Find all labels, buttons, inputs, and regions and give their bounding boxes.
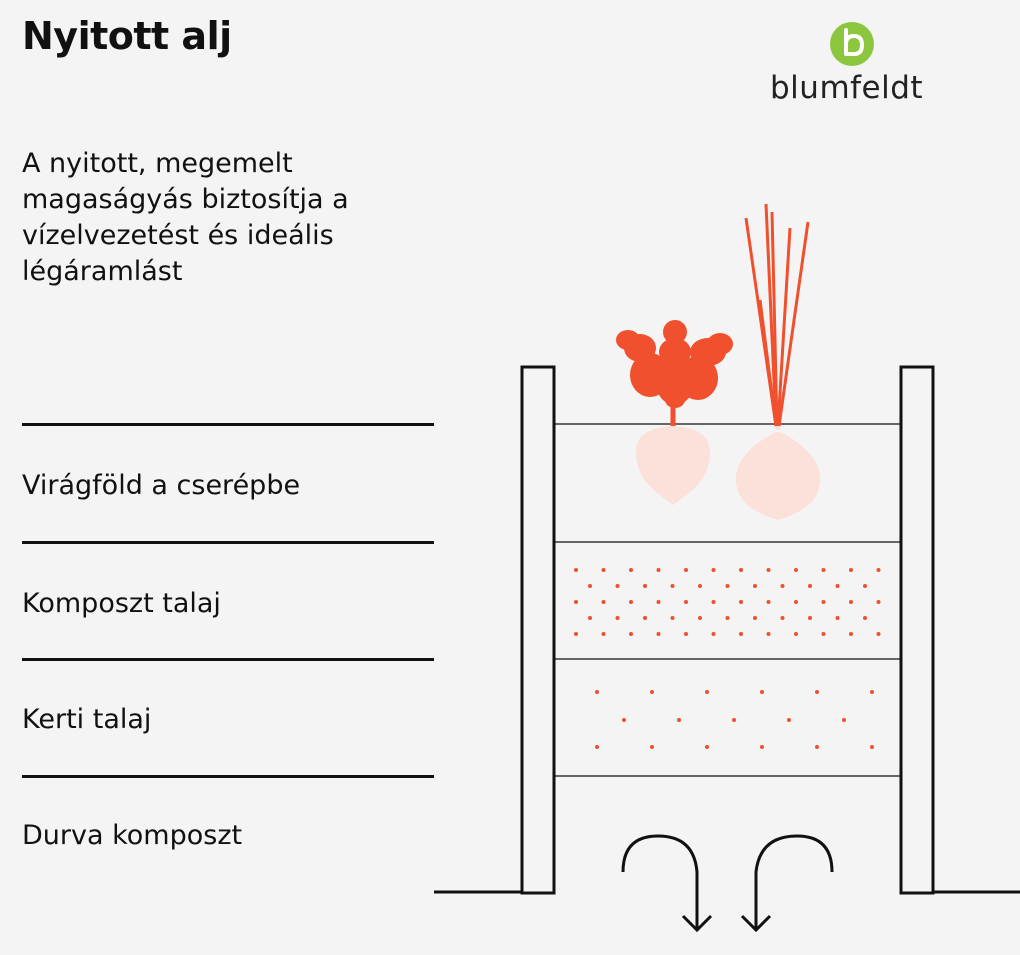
soil-dot bbox=[656, 632, 661, 636]
soil-dot bbox=[835, 616, 840, 620]
soil-dot bbox=[629, 600, 633, 604]
soil-dot bbox=[849, 632, 853, 636]
soil-dot bbox=[815, 745, 819, 749]
soil-dot bbox=[705, 690, 709, 694]
layer-label-potting-soil: Virágföld a cserépbe bbox=[22, 470, 301, 501]
soil-dot bbox=[711, 568, 716, 572]
bed-wall-right bbox=[899, 365, 935, 895]
soil-dot bbox=[656, 568, 661, 572]
soil-dot bbox=[787, 718, 791, 722]
layer-label-compost-soil: Komposzt talaj bbox=[22, 588, 221, 619]
beet-icon bbox=[616, 320, 733, 505]
soil-dot bbox=[711, 632, 716, 636]
layer-label-coarse-compost: Durva komposzt bbox=[22, 820, 243, 851]
soil-dot bbox=[808, 616, 812, 620]
soil-dot bbox=[601, 632, 606, 636]
logo: blumfeldt bbox=[770, 20, 940, 110]
soil-dot bbox=[588, 616, 592, 620]
soil-dot bbox=[595, 745, 599, 749]
soil-dot bbox=[677, 718, 681, 722]
layer-label-garden-soil: Kerti talaj bbox=[22, 704, 152, 735]
soil-dot bbox=[622, 718, 626, 722]
soil-dot bbox=[698, 616, 702, 620]
soil-dot bbox=[842, 718, 846, 722]
soil-dot bbox=[876, 600, 881, 604]
soil-dot bbox=[863, 584, 867, 588]
soil-dot bbox=[766, 568, 771, 572]
soil-dot bbox=[870, 690, 874, 694]
soil-dot bbox=[766, 632, 771, 636]
soil-dot bbox=[849, 600, 853, 604]
soil-dot bbox=[739, 600, 743, 604]
onion-icon bbox=[735, 203, 821, 520]
soil-dot bbox=[650, 745, 654, 749]
soil-dot bbox=[732, 718, 736, 722]
soil-dot bbox=[643, 584, 647, 588]
soil-dot bbox=[876, 632, 881, 636]
soil-dot bbox=[753, 616, 757, 620]
soil-dot bbox=[753, 584, 757, 588]
soil-dot bbox=[849, 568, 853, 572]
soil-dot bbox=[808, 584, 812, 588]
soil-dot bbox=[821, 568, 826, 572]
soil-dot bbox=[760, 690, 764, 694]
garden-soil-dots bbox=[595, 690, 874, 749]
soil-dot bbox=[760, 745, 764, 749]
layer-divider bbox=[22, 423, 434, 426]
soil-dot bbox=[629, 632, 633, 636]
soil-dot bbox=[780, 616, 785, 620]
soil-dot bbox=[615, 584, 620, 588]
soil-dot bbox=[684, 568, 688, 572]
soil-dot bbox=[574, 632, 578, 636]
soil-dot bbox=[876, 568, 881, 572]
soil-dot bbox=[601, 600, 606, 604]
soil-dot bbox=[794, 600, 798, 604]
airflow-arrow-icon bbox=[621, 834, 834, 933]
layer-divider bbox=[22, 541, 434, 544]
bed-wall-left bbox=[520, 365, 556, 895]
blumfeldt-logo-icon bbox=[830, 22, 874, 66]
soil-dot bbox=[601, 568, 606, 572]
soil-dot bbox=[821, 600, 826, 604]
soil-dot bbox=[670, 584, 675, 588]
soil-dot bbox=[711, 600, 716, 604]
soil-dot bbox=[684, 632, 688, 636]
soil-dot bbox=[574, 568, 578, 572]
soil-dot bbox=[588, 584, 592, 588]
soil-dot bbox=[629, 568, 633, 572]
soil-dot bbox=[815, 690, 819, 694]
soil-dot bbox=[595, 690, 599, 694]
soil-dot bbox=[739, 632, 743, 636]
soil-dot bbox=[870, 745, 874, 749]
soil-dot bbox=[643, 616, 647, 620]
soil-dot bbox=[794, 632, 798, 636]
soil-dot bbox=[670, 616, 675, 620]
layer-divider bbox=[22, 775, 434, 778]
soil-dot bbox=[835, 584, 840, 588]
soil-dot bbox=[794, 568, 798, 572]
soil-dot bbox=[615, 616, 620, 620]
compost-dots bbox=[574, 568, 881, 636]
soil-dot bbox=[766, 600, 771, 604]
soil-dot bbox=[725, 616, 730, 620]
soil-dot bbox=[780, 584, 785, 588]
soil-dot bbox=[725, 584, 730, 588]
soil-dot bbox=[739, 568, 743, 572]
soil-dot bbox=[574, 600, 578, 604]
soil-dot bbox=[650, 690, 654, 694]
page-title: Nyitott alj bbox=[22, 14, 232, 58]
soil-dot bbox=[698, 584, 702, 588]
layer-divider bbox=[22, 658, 434, 661]
soil-dot bbox=[821, 632, 826, 636]
logo-text: blumfeldt bbox=[770, 70, 924, 106]
soil-dot bbox=[656, 600, 661, 604]
soil-dot bbox=[705, 745, 709, 749]
soil-dot bbox=[863, 616, 867, 620]
soil-dot bbox=[684, 600, 688, 604]
description: A nyitott, megemelt magaságyás biztosítj… bbox=[22, 148, 349, 287]
